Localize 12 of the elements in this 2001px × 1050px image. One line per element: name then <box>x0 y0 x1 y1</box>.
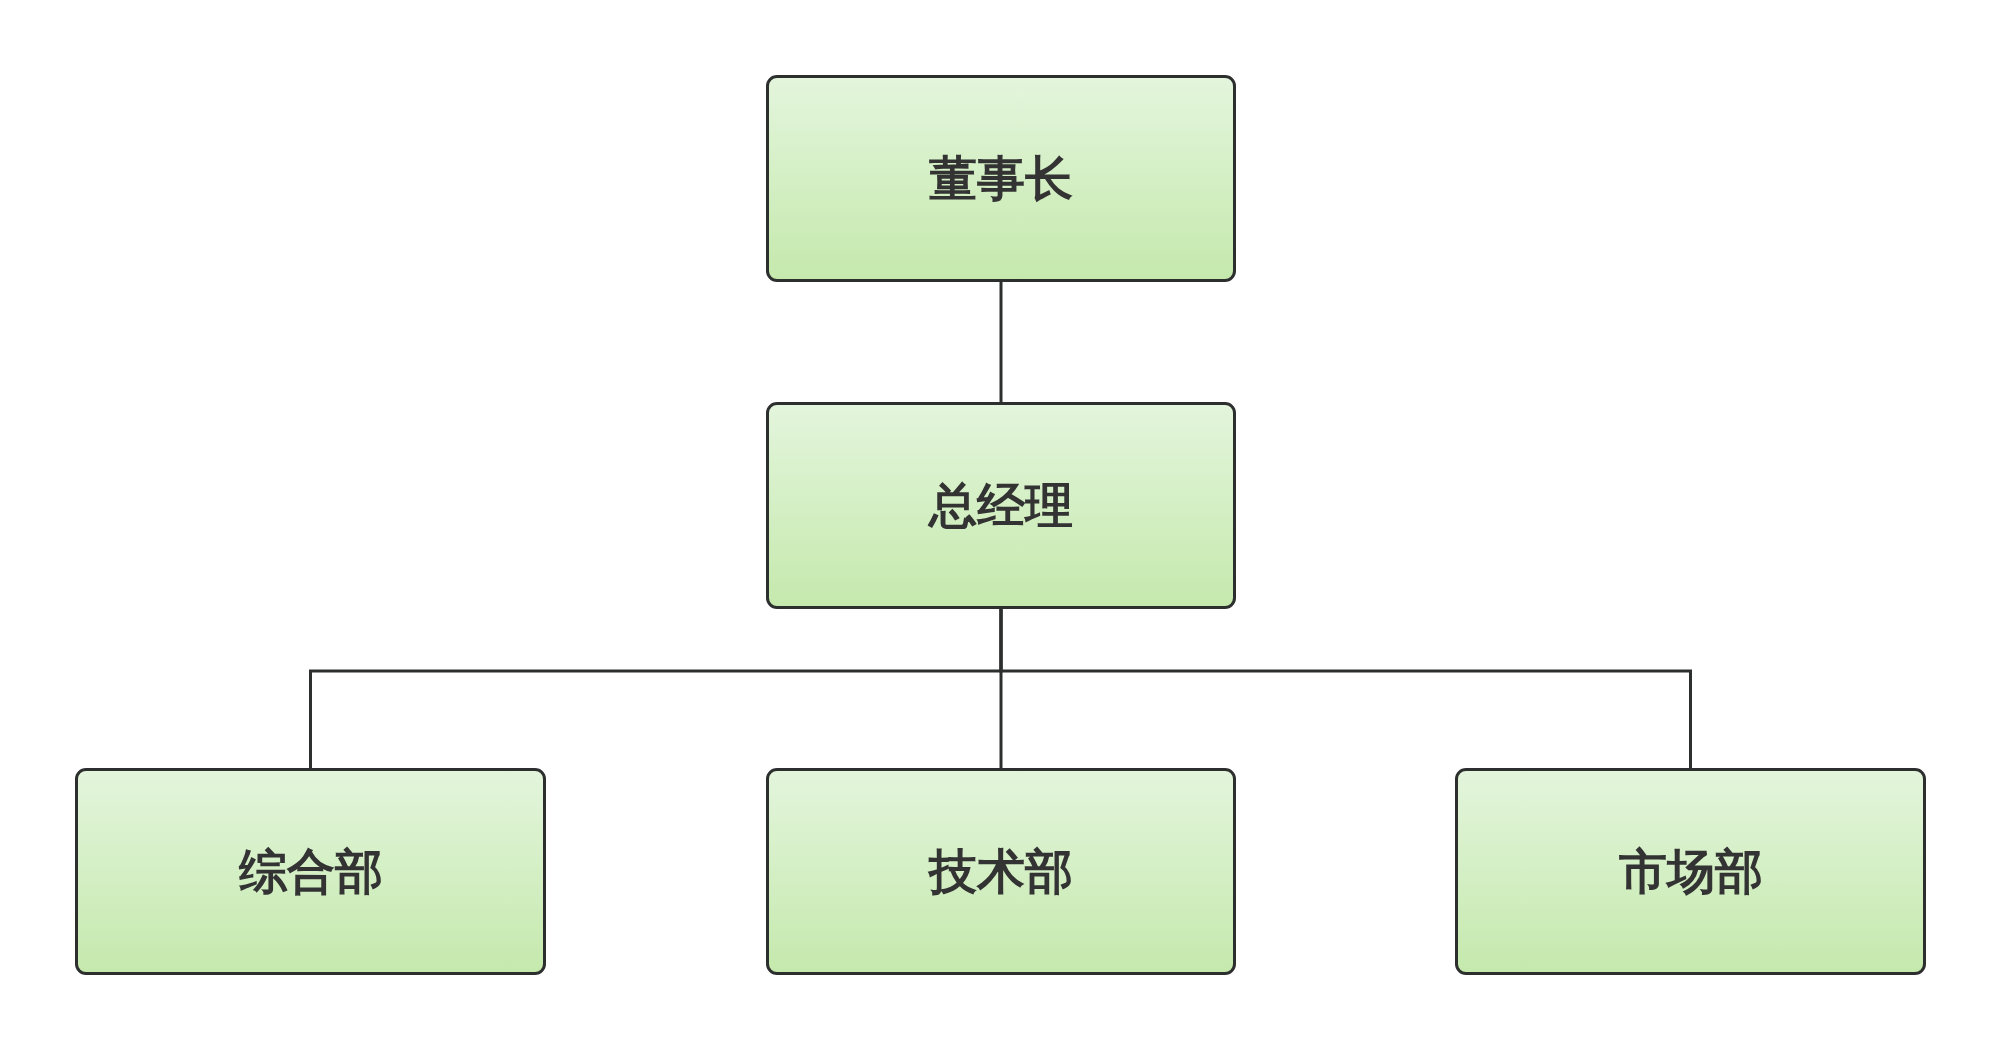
box-label: 综合部 <box>238 841 383 901</box>
box-label: 技术部 <box>929 841 1073 901</box>
org-box <box>766 402 1236 609</box>
box-label: 市场部 <box>1618 841 1763 901</box>
org-box <box>766 75 1236 282</box>
org-box <box>766 768 1236 975</box>
box-label: 总经理 <box>929 475 1073 535</box>
org-box <box>75 768 546 975</box>
connector-line <box>999 609 1692 768</box>
connector-line <box>999 282 1003 402</box>
box-label: 董事长 <box>929 148 1073 208</box>
org-box <box>1455 768 1926 975</box>
